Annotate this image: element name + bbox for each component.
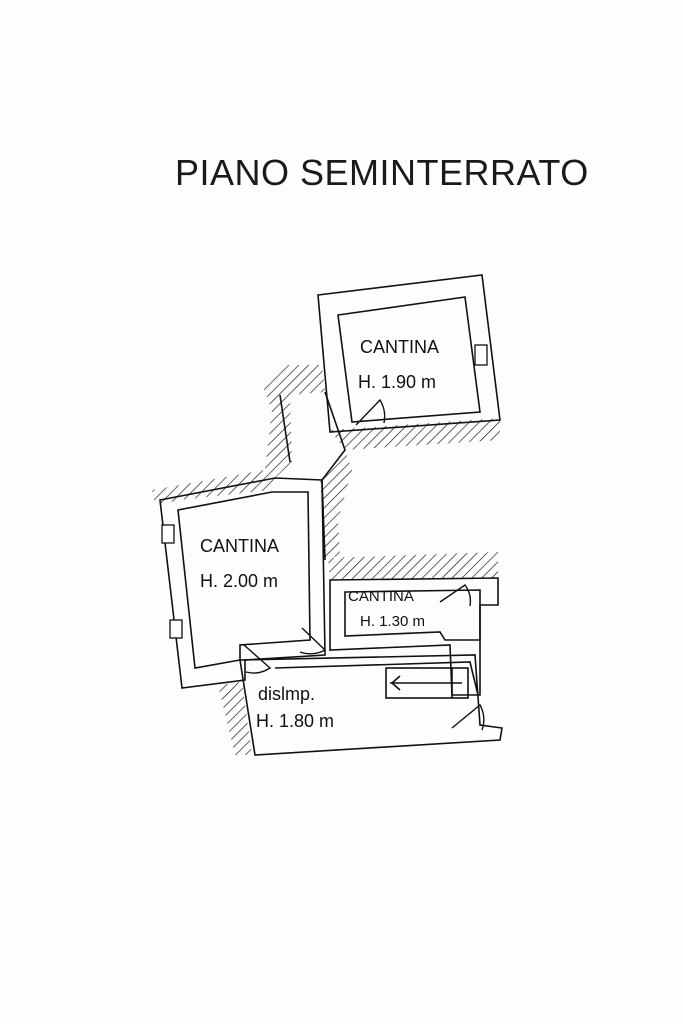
- windows: [161, 344, 488, 639]
- stair: [385, 667, 469, 699]
- wall-disimpegno-inner: [274, 661, 479, 696]
- wall-corridor-left: [279, 394, 291, 463]
- doors: [243, 398, 485, 731]
- window-left-lower: [169, 619, 183, 639]
- door-cantina-top: [355, 398, 386, 426]
- wall-cantina-small-inner: [344, 589, 481, 641]
- wall-disimpegno: [239, 654, 503, 756]
- room-name-cantina-small: CANTINA: [348, 588, 414, 605]
- door-disimpegno: [451, 703, 485, 731]
- wall-cantina-left-outer: [159, 477, 326, 689]
- door-cantina-small-right: [439, 584, 472, 607]
- hatched-earth-walls: [152, 365, 500, 755]
- room-name-disimpegno: dislmp.: [258, 684, 315, 704]
- stair-arrow: [390, 675, 401, 691]
- room-height-cantina-small: H. 1.30 m: [360, 613, 425, 630]
- room-height-disimpegno: H. 1.80 m: [256, 711, 334, 731]
- wall-cantina-left-inner: [177, 491, 311, 669]
- page-title: PIANO SEMINTERRATO: [175, 152, 589, 193]
- room-height-cantina-left: H. 2.00 m: [200, 571, 278, 591]
- wall-cantina-top-outer: [317, 274, 501, 433]
- window-left-upper: [161, 524, 175, 544]
- door-cantina-small-left: [299, 627, 327, 655]
- wall-corridor-right: [321, 391, 346, 561]
- room-name-cantina-left: CANTINA: [200, 536, 279, 556]
- window-top: [474, 344, 488, 366]
- wall-cantina-top-inner: [337, 296, 481, 423]
- door-cantina-left: [243, 644, 272, 674]
- wall-cantina-small: [329, 577, 499, 696]
- room-name-cantina-top: CANTINA: [360, 337, 439, 357]
- walls: [159, 274, 503, 756]
- room-height-cantina-top: H. 1.90 m: [358, 372, 436, 392]
